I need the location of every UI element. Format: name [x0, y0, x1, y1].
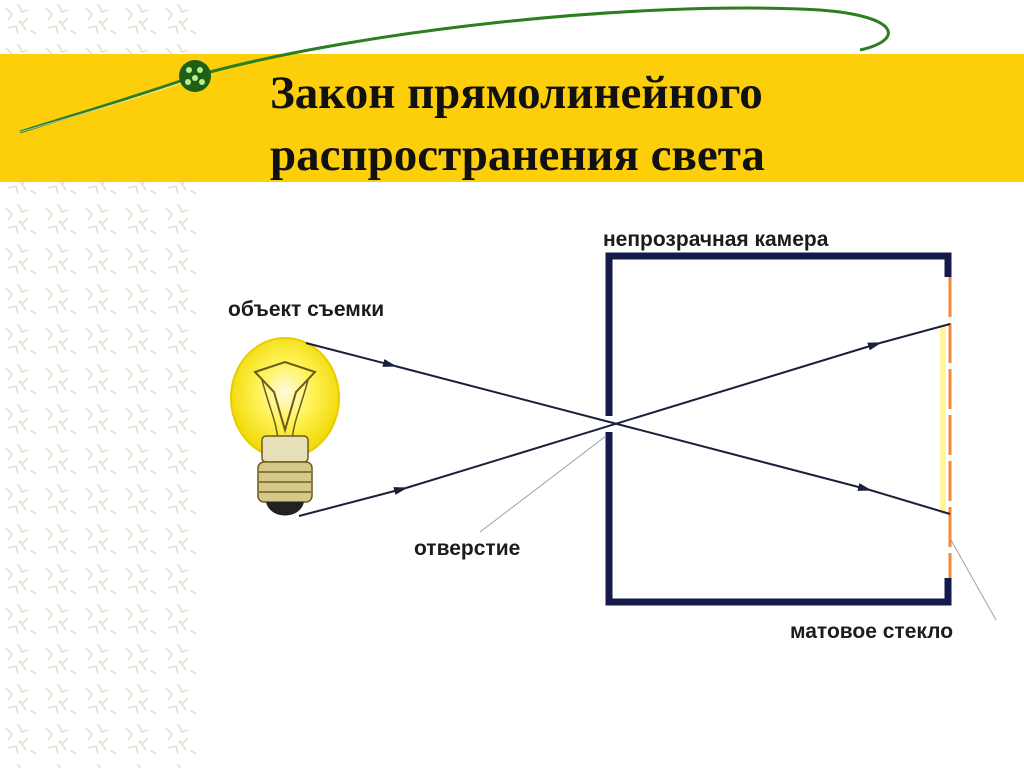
title-line-1: Закон прямолинейного: [270, 67, 763, 119]
light-bulb-icon: [230, 337, 340, 516]
label-object: объект съемки: [228, 298, 385, 321]
aperture-leader-line: [479, 435, 607, 533]
label-ground-glass: матовое стекло: [790, 620, 954, 643]
light-rays: [298, 323, 951, 517]
label-camera: непрозрачная камера: [603, 228, 829, 251]
orbit-ball-icon: [179, 60, 211, 92]
ground-glass-screen: [940, 277, 952, 578]
slide-title: Закон прямолинейного распространения све…: [270, 62, 990, 186]
label-aperture: отверстие: [414, 537, 521, 560]
title-band: [0, 54, 1024, 182]
camera-box: [605, 252, 952, 606]
glass-leader-line: [950, 539, 997, 621]
title-line-2: распространения света: [270, 129, 765, 181]
